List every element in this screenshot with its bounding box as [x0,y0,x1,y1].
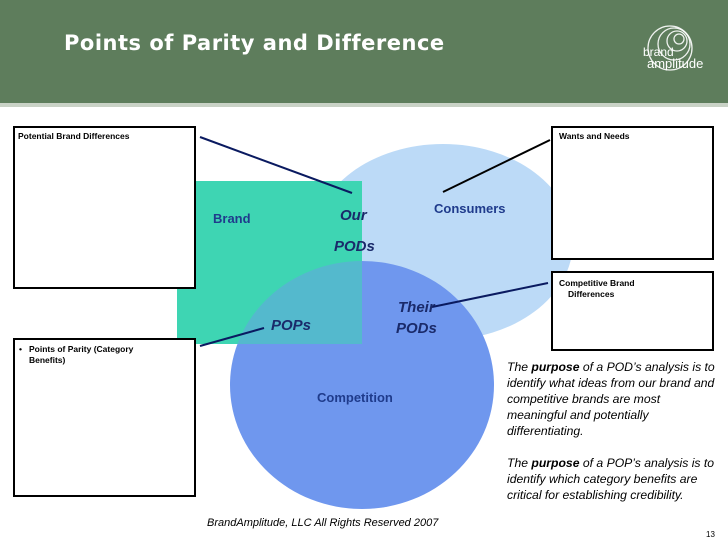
header-divider [0,103,728,107]
our-pods-label-pods: PODs [334,238,375,255]
purpose-text: The purpose of a POD’s analysis is to id… [507,359,717,519]
competition-label: Competition [317,390,393,405]
pop-purpose-paragraph: The purpose of a POP’s analysis is to id… [507,455,717,503]
wants-and-needs-label: Wants and Needs [559,131,630,141]
points-of-parity-bullet: • [19,344,22,354]
points-of-parity-label-1: Points of Parity (Category [29,344,134,354]
competitive-brand-differences-box [551,271,714,351]
pod-purpose-rest: of a POD’s analysis is to identify what … [507,360,715,438]
logo-word-amplitude: amplitude [647,56,704,71]
brand-overlap-tint [177,181,362,344]
brand-label: Brand [213,211,251,226]
wants-and-needs-box [551,126,714,260]
competitive-brand-differences-label-1: Competitive Brand [559,278,635,288]
their-pods-label-their: Their [398,299,435,316]
competitive-brand-differences-label-2: Differences [568,289,615,299]
connector-points-of-parity [199,327,265,347]
connector-competitive-differences [431,282,549,308]
potential-brand-differences-box [13,126,196,289]
potential-brand-differences-label: Potential Brand Differences [18,131,130,141]
points-of-parity-label-2: Benefits) [29,355,66,365]
connector-wants-needs [442,139,551,193]
pop-purpose-rest: of a POP’s analysis is to identify which… [507,456,715,502]
slide-title: Points of Parity and Difference [64,31,445,55]
pop-purpose-emphasis: purpose [531,456,580,470]
consumers-label: Consumers [434,201,506,216]
pod-purpose-prefix: The [507,360,532,374]
pop-purpose-prefix: The [507,456,532,470]
logo-word-brand: brand [643,45,674,59]
their-pods-label-pods: PODs [396,320,437,337]
pod-purpose-paragraph: The purpose of a POD’s analysis is to id… [507,359,717,439]
page-number: 13 [706,530,715,539]
slide-header [0,0,728,103]
pops-label: POPs [271,317,312,334]
pod-purpose-emphasis: purpose [531,360,580,374]
spiral-circles-icon [647,25,693,71]
connector-potential-differences [199,136,353,194]
points-of-parity-box [13,338,196,497]
our-pods-label-our: Our [340,207,367,224]
copyright-footer: BrandAmplitude, LLC All Rights Reserved … [207,517,439,529]
